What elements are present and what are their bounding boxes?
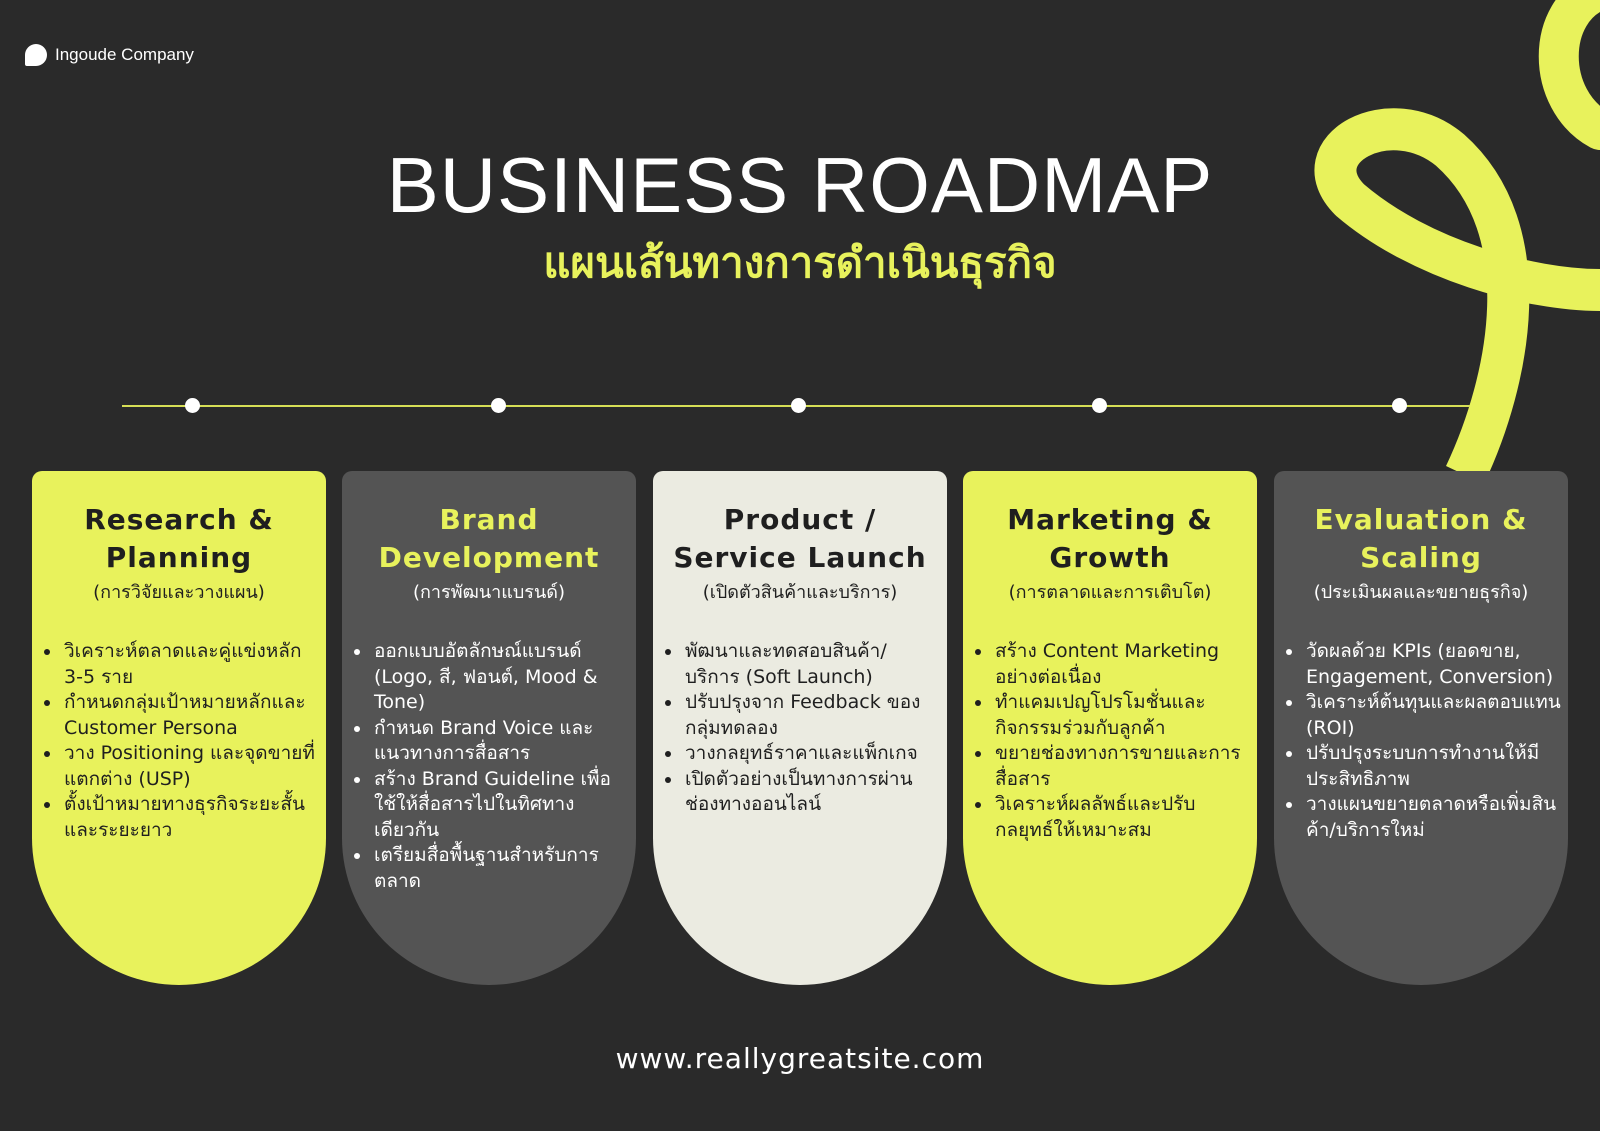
bullet-item: สร้าง Brand Guideline เพื่อใช้ให้สื่อสาร… (354, 767, 630, 844)
stage-bullets: ออกแบบอัตลักษณ์แบรนด์ (Logo, สี, ฟอนต์, … (348, 639, 630, 894)
bullet-item: เปิดตัวอย่างเป็นทางการผ่านช่องทางออนไลน์ (665, 767, 941, 818)
page-title: BUSINESS ROADMAP (386, 141, 1214, 229)
timeline-dot-2 (491, 398, 506, 413)
bullet-item: วาง Positioning และจุดขายที่แตกต่าง (USP… (44, 741, 320, 792)
website-link[interactable]: www.reallygreatsite.com (615, 1042, 985, 1075)
bullet-item: เตรียมสื่อพื้นฐานสำหรับการตลาด (354, 843, 630, 894)
stage-title: Marketing & Growth (1007, 503, 1213, 574)
bullet-item: วิเคราะห์ตลาดและคู่แข่งหลัก 3-5 ราย (44, 639, 320, 690)
stage-bullets: พัฒนาและทดสอบสินค้า/บริการ (Soft Launch)… (659, 639, 941, 818)
bullet-item: ปรับปรุงระบบการทำงานให้มีประสิทธิภาพ (1286, 741, 1562, 792)
bullet-item: วิเคราะห์ต้นทุนและผลตอบแทน (ROI) (1286, 690, 1562, 741)
bullet-item: วัดผลด้วย KPIs (ยอดขาย, Engagement, Conv… (1286, 639, 1562, 690)
brand: Ingoude Company (25, 44, 194, 66)
stage-subtitle: (การพัฒนาแบรนด์) (413, 582, 565, 603)
stage-subtitle: (การตลาดและการเติบโต) (1008, 582, 1212, 603)
stage-card-marketing: Marketing & Growth (การตลาดและการเติบโต)… (963, 471, 1257, 985)
bullet-item: วางแผนขยายตลาดหรือเพิ่มสินค้า/บริการใหม่ (1286, 792, 1562, 843)
bullet-item: กำหนด Brand Voice และแนวทางการสื่อสาร (354, 716, 630, 767)
timeline-dot-4 (1092, 398, 1107, 413)
stage-subtitle: (ประเมินผลและขยายธุรกิจ) (1313, 582, 1529, 603)
leaf-icon (25, 44, 47, 66)
stage-title: Evaluation & Scaling (1314, 503, 1528, 574)
stage-bullets: วัดผลด้วย KPIs (ยอดขาย, Engagement, Conv… (1280, 639, 1562, 843)
bullet-item: พัฒนาและทดสอบสินค้า/บริการ (Soft Launch) (665, 639, 941, 690)
bullet-item: ทำแคมเปญโปรโมชั่นและกิจกรรมร่วมกับลูกค้า (975, 690, 1251, 741)
stage-bullets: สร้าง Content Marketing อย่างต่อเนื่อง ท… (969, 639, 1251, 843)
stage-title: Brand Development (378, 503, 600, 574)
brand-name: Ingoude Company (55, 45, 194, 64)
stage-card-brand: Brand Development (การพัฒนาแบรนด์) ออกแบ… (342, 471, 636, 985)
stage-card-evaluation: Evaluation & Scaling (ประเมินผลและขยายธุ… (1274, 471, 1568, 985)
bullet-item: ตั้งเป้าหมายทางธุรกิจระยะสั้นและระยะยาว (44, 792, 320, 843)
stage-bullets: วิเคราะห์ตลาดและคู่แข่งหลัก 3-5 ราย กำหน… (38, 639, 320, 843)
bullet-item: ปรับปรุงจาก Feedback ของกลุ่มทดลอง (665, 690, 941, 741)
stage-subtitle: (เปิดตัวสินค้าและบริการ) (702, 582, 898, 603)
bullet-item: วางกลยุทธ์ราคาและแพ็กเกจ (665, 741, 941, 767)
stage-subtitle: (การวิจัยและวางแผน) (93, 582, 265, 603)
bullet-item: ออกแบบอัตลักษณ์แบรนด์ (Logo, สี, ฟอนต์, … (354, 639, 630, 716)
timeline-dot-3 (791, 398, 806, 413)
stage-title: Research & Planning (84, 503, 274, 574)
page-subtitle: แผนเส้นทางการดำเนินธุรกิจ (543, 238, 1057, 287)
bullet-item: กำหนดกลุ่มเป้าหมายหลักและ Customer Perso… (44, 690, 320, 741)
timeline-dot-1 (185, 398, 200, 413)
stage-title: Product / Service Launch (673, 503, 927, 574)
bullet-item: ขยายช่องทางการขายและการสื่อสาร (975, 741, 1251, 792)
bullet-item: วิเคราะห์ผลลัพธ์และปรับกลยุทธ์ให้เหมาะสม (975, 792, 1251, 843)
timeline-dot-5 (1392, 398, 1407, 413)
stage-card-research: Research & Planning (การวิจัยและวางแผน) … (32, 471, 326, 985)
stage-card-launch: Product / Service Launch (เปิดตัวสินค้าแ… (653, 471, 947, 985)
bullet-item: สร้าง Content Marketing อย่างต่อเนื่อง (975, 639, 1251, 690)
